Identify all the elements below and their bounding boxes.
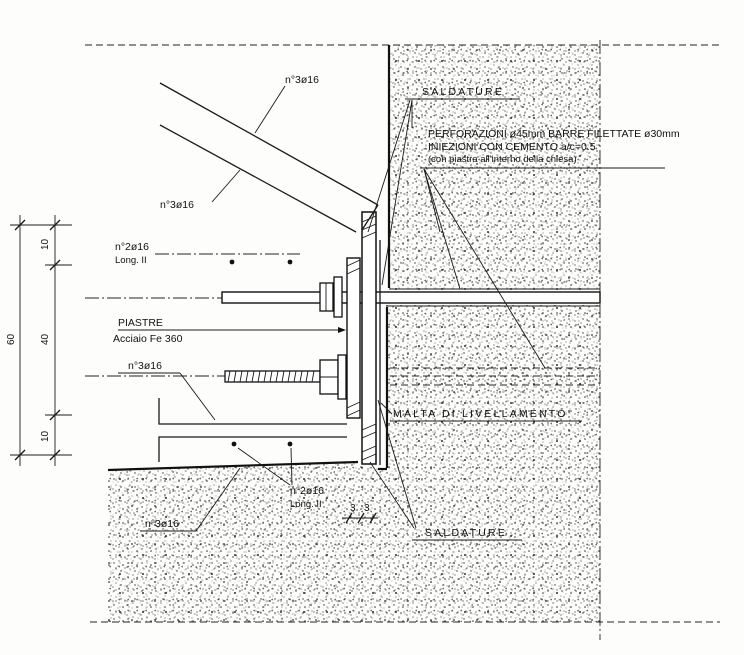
leader-bars-lower — [179, 372, 216, 421]
drilled-hole-lower — [390, 367, 600, 386]
label-bars-upper: n°3ø16 — [160, 199, 194, 211]
threaded-bar-upper — [221, 291, 601, 304]
label-piastre: PIASTRE — [118, 317, 163, 329]
leader-perforazioni-2 — [423, 168, 461, 290]
leader-saldature-top-2 — [381, 99, 413, 286]
nut-upper — [319, 282, 334, 312]
leader-saldature-top-1 — [367, 99, 411, 233]
rod-thread-marks — [227, 370, 315, 383]
label-long-lower: Long. II — [290, 499, 322, 510]
dimension-plate-thickness — [342, 512, 378, 524]
label-bars-top: n°3ø16 — [285, 74, 319, 86]
steel-plate-outer — [361, 211, 377, 465]
label-malta: MALTA DI LIVELLAMENTO — [393, 408, 568, 420]
washer-lower — [337, 354, 347, 400]
dimension-plate-a: 3 — [350, 503, 356, 514]
label-iniezioni: INIEZIONI CON CEMENTO a/c=0.5 — [428, 141, 596, 153]
dimension-total: 60 — [6, 333, 17, 345]
leader-bars-long-lower-1 — [237, 447, 291, 486]
leader-malta — [380, 402, 393, 415]
rebar-section-dot — [231, 441, 237, 447]
rebar-top-slanted — [159, 82, 379, 206]
label-con-piastra: (con piastra all'interno della chiesa) — [428, 154, 577, 165]
rebar-section-dot — [287, 441, 293, 447]
dimension-chain-outer — [10, 215, 40, 466]
leader-bars-top — [254, 85, 286, 134]
threaded-rod-lower — [224, 370, 321, 383]
washer-upper — [333, 276, 343, 318]
rebar-section-dot — [287, 259, 293, 265]
dimension-plate-b: 3 — [364, 503, 370, 514]
label-bars-bottom: n°3ø16 — [145, 518, 179, 530]
rebar-upper-slanted — [159, 124, 357, 233]
dimension-top: 10 — [40, 238, 51, 250]
label-bars-lower: n°3ø16 — [128, 360, 162, 372]
leader-saldature-bottom-1 — [369, 461, 415, 529]
slab-top-edge — [107, 460, 359, 472]
label-perforazioni: PERFORAZIONI ø45mm BARRE FILETTATE ø30mm — [428, 128, 680, 140]
masonry-wall-lower — [386, 305, 600, 470]
leader-bars-long-lower-2 — [290, 447, 293, 486]
dimension-chain-inner — [40, 215, 72, 466]
label-saldature-bottom: SALDATURE — [425, 527, 507, 539]
floor-slab — [108, 463, 600, 622]
weld-marks-bottom — [346, 401, 377, 461]
label-saldature-top: SALDATURE — [422, 86, 504, 98]
arrow-piastre — [338, 327, 346, 333]
rebar-lower-upper — [158, 398, 347, 425]
weld-marks-top — [346, 215, 377, 275]
label-bars-long-upper: n°2ø16 — [115, 241, 149, 253]
dimension-bottom: 10 — [40, 430, 51, 442]
leader-bars-upper — [211, 169, 241, 203]
leader-saldature-bottom-2 — [377, 399, 417, 529]
dimension-middle: 40 — [40, 333, 51, 345]
masonry-wall-upper — [390, 45, 600, 290]
steel-plate-inner — [346, 257, 361, 419]
rebar-lower-bottom — [158, 436, 347, 462]
label-acciaio: Acciaio Fe 360 — [113, 333, 183, 345]
leader-perforazioni-1 — [423, 168, 441, 233]
label-bars-long-lower: n°2ø16 — [290, 485, 324, 497]
leader-perforazioni-3 — [423, 168, 546, 369]
rebar-section-dot — [229, 259, 235, 265]
leader-bars-bottom — [195, 467, 241, 532]
label-long-upper: Long. II — [115, 255, 147, 266]
